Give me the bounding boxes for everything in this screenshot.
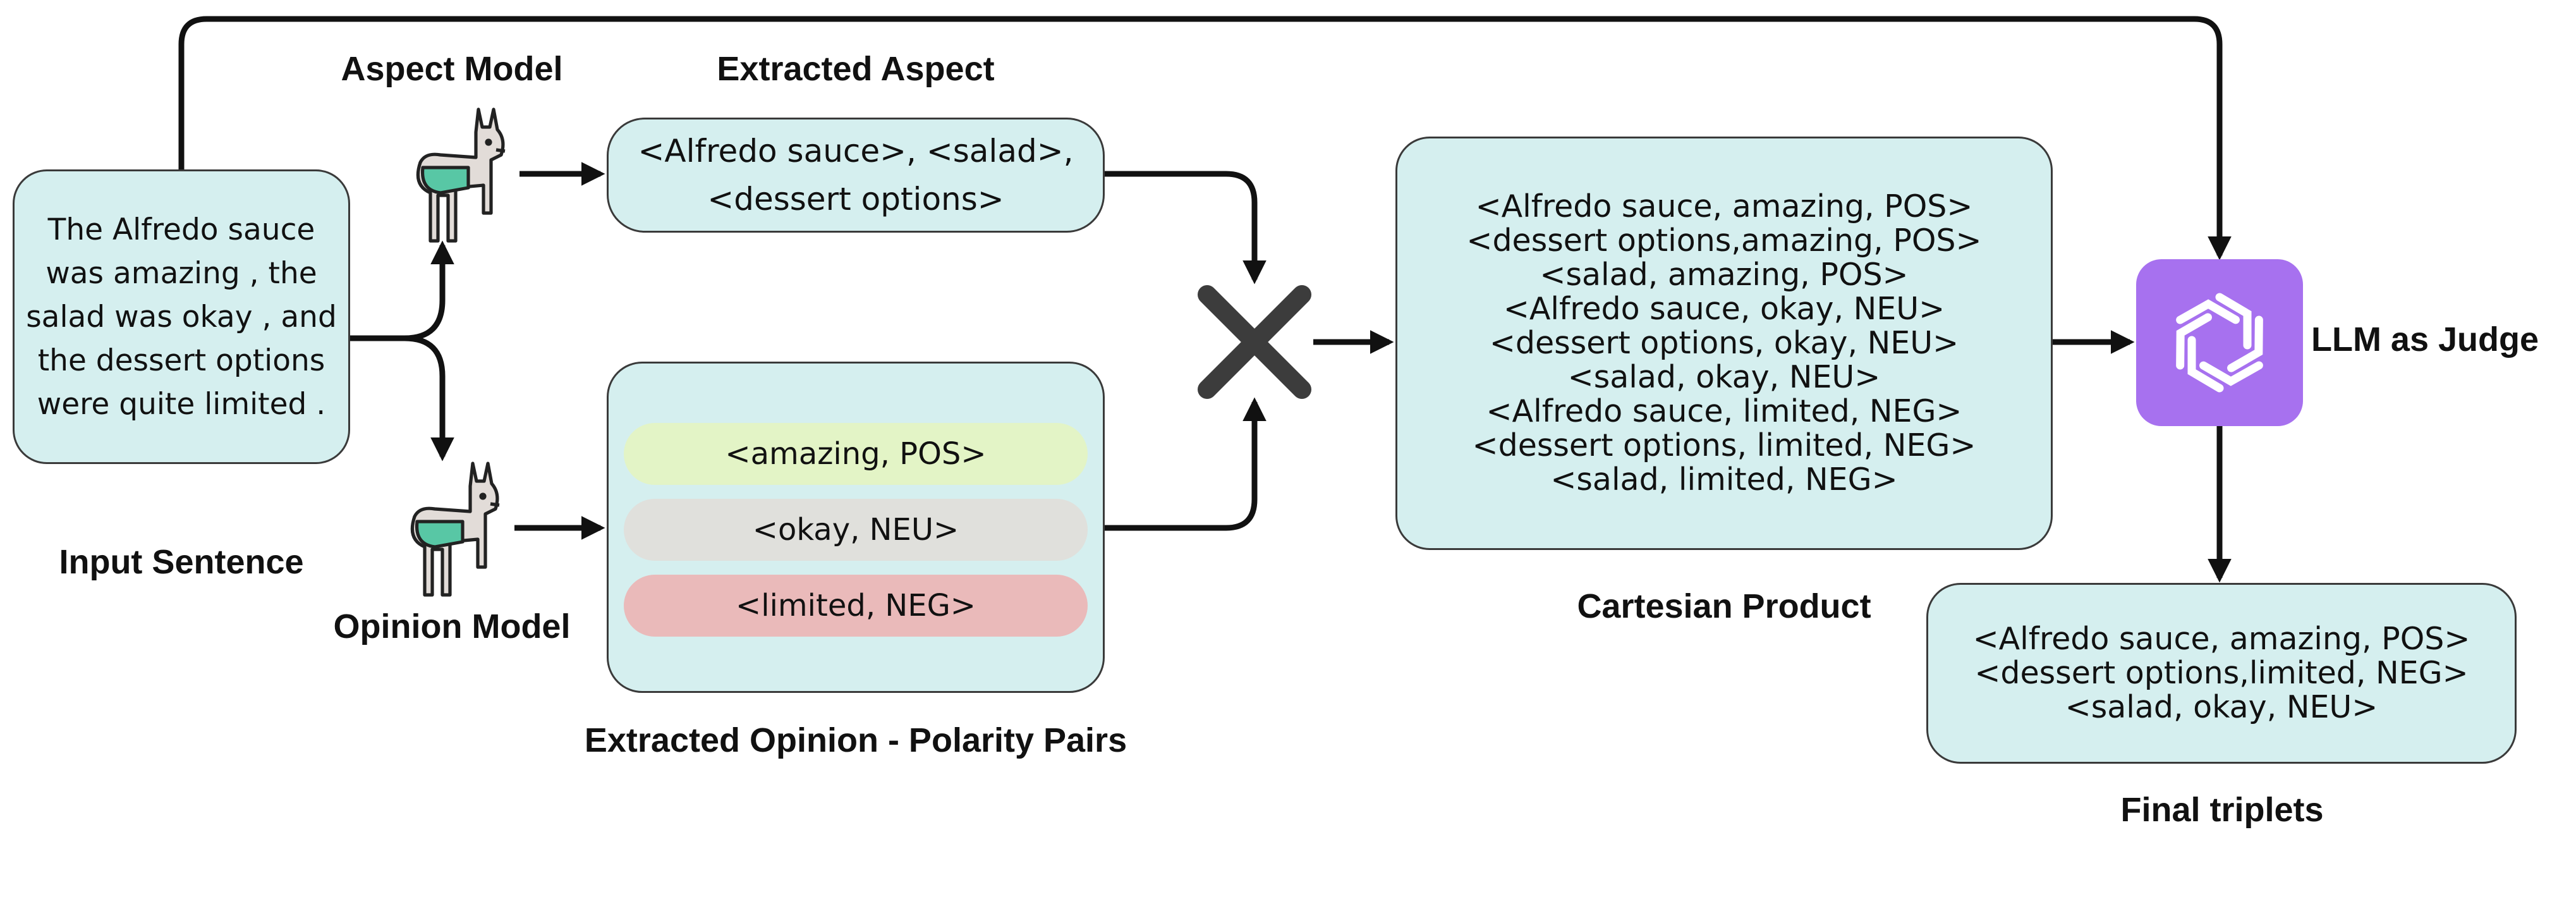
cross-product-icon — [1198, 285, 1311, 399]
input-line: The Alfredo sauce — [47, 212, 315, 247]
opinion-pair-pos: <amazing, POS> — [624, 423, 1088, 485]
aspect-line: <dessert options> — [707, 181, 1004, 217]
input-line: salad was okay , and — [26, 299, 337, 334]
cartesian-line: <Alfredo sauce, amazing, POS> — [1475, 188, 1973, 224]
input-sentence-label: Input Sentence — [59, 543, 304, 581]
cartesian-line: <dessert options,amazing, POS> — [1466, 223, 1982, 259]
arrow-aspect-to-cross — [1105, 171, 1267, 284]
llama-icon — [410, 462, 500, 597]
cartesian-line: <salad, amazing, POS> — [1540, 257, 1909, 293]
cartesian-product-title: Cartesian Product — [1577, 587, 1871, 625]
input-sentence-box: The Alfredo sauce was amazing , the sala… — [13, 169, 350, 464]
opinion-pair-neu: <okay, NEU> — [624, 499, 1088, 561]
aspect-line: <Alfredo sauce>, <salad>, — [638, 133, 1074, 169]
llama-icon — [416, 107, 506, 243]
cartesian-line: <Alfredo sauce, limited, NEG> — [1486, 393, 1962, 429]
arrow-input-to-opinion-model — [404, 335, 454, 462]
opinion-polarity-box: <amazing, POS> <okay, NEU> <limited, NEG… — [607, 362, 1105, 693]
final-triplets-box: <Alfredo sauce, amazing, POS> <dessert o… — [1926, 583, 2517, 764]
extracted-aspect-title: Extracted Aspect — [717, 50, 995, 88]
cartesian-product-box: <Alfredo sauce, amazing, POS> <dessert o… — [1395, 137, 2053, 550]
input-line: the dessert options — [37, 343, 325, 378]
opinion-pair-neg: <limited, NEG> — [624, 575, 1088, 637]
extracted-opinion-title: Extracted Opinion - Polarity Pairs — [584, 721, 1127, 759]
input-line: were quite limited . — [37, 386, 326, 422]
cartesian-line: <Alfredo sauce, okay, NEU> — [1503, 291, 1945, 327]
cartesian-line: <salad, limited, NEG> — [1550, 462, 1898, 498]
arrow-input-to-judge — [178, 16, 2232, 260]
input-line: was amazing , the — [46, 255, 317, 291]
openai-logo-icon — [2176, 293, 2263, 393]
arrow-input-to-aspect-model — [350, 240, 454, 341]
aspect-model-label: Aspect Model — [341, 50, 563, 88]
final-triplets-title: Final triplets — [2120, 791, 2324, 829]
extracted-aspect-box: <Alfredo sauce>, <salad>, <dessert optio… — [607, 118, 1105, 233]
final-line: <dessert options,limited, NEG> — [1974, 655, 2469, 691]
llm-judge-label: LLM as Judge — [2311, 321, 2539, 358]
cartesian-line: <dessert options, limited, NEG> — [1472, 427, 1976, 463]
final-line: <Alfredo sauce, amazing, POS> — [1972, 621, 2470, 657]
cartesian-line: <salad, okay, NEU> — [1567, 359, 1881, 395]
final-line: <salad, okay, NEU> — [2065, 689, 2378, 725]
cartesian-line: <dessert options, okay, NEU> — [1489, 325, 1959, 361]
arrow-opinion-to-cross — [1105, 397, 1267, 531]
opinion-model-label: Opinion Model — [333, 608, 571, 645]
llm-judge-box — [2136, 259, 2303, 426]
